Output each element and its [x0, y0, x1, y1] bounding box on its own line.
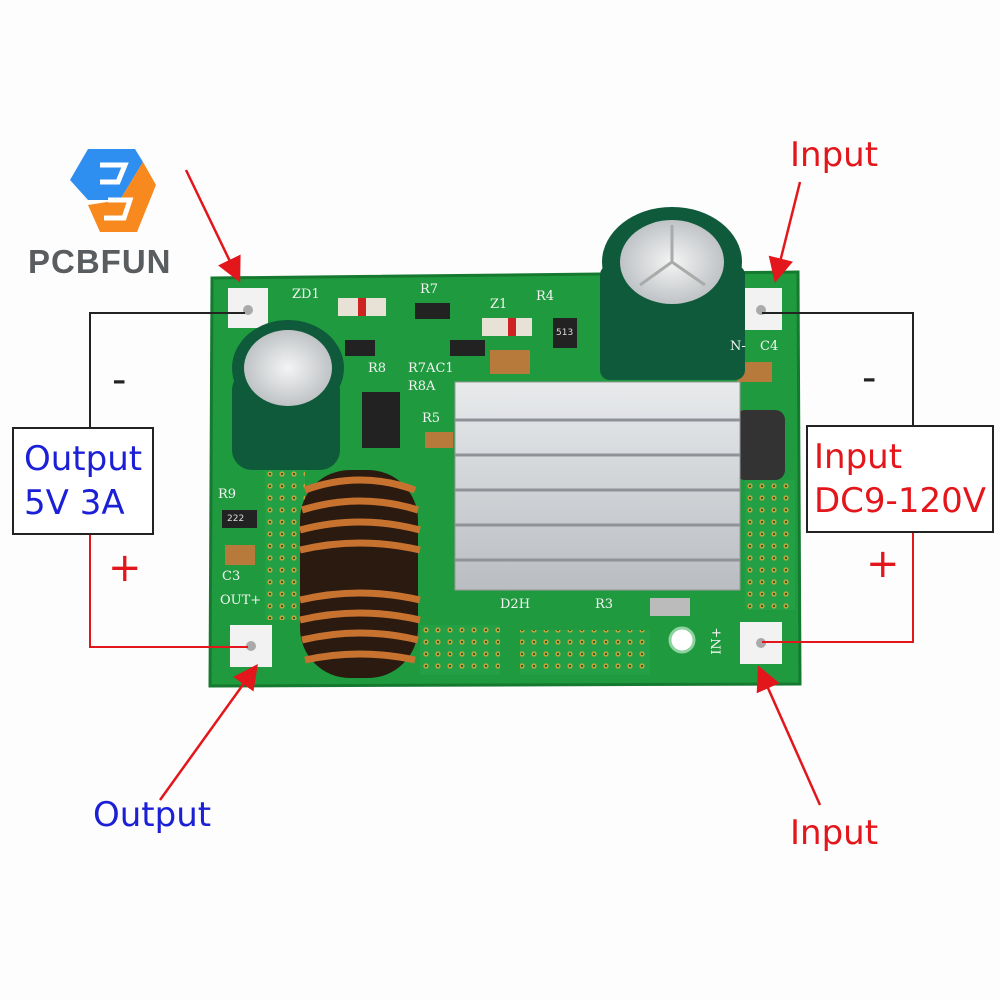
arrow-output-minus: [184, 169, 241, 283]
silk-c3: C3: [222, 569, 241, 584]
pcb-board: [208, 207, 802, 688]
pcbfun-logo: [70, 149, 156, 232]
input-spec-box: Input DC9-120V: [806, 425, 994, 533]
minus-left: -: [112, 357, 127, 403]
output-capacitor: [232, 320, 344, 470]
output-minus-wire: [89, 312, 245, 427]
input-capacitor: [600, 207, 745, 380]
plus-right: +: [866, 541, 900, 587]
silk-r7: R7: [420, 282, 439, 297]
output-box-line2: 5V 3A: [24, 483, 125, 523]
silk-c4: C4: [760, 339, 779, 354]
input-box-line2: DC9-120V: [814, 481, 986, 521]
silk-d2h: D2H: [500, 597, 531, 612]
output-bottom-label: Output: [93, 795, 212, 835]
input-plus-wire: [762, 528, 914, 643]
silk-in-plus: IN+: [709, 627, 725, 655]
silk-222: 222: [227, 514, 245, 524]
input-bottom-label: Input: [790, 813, 879, 853]
silk-r9: R9: [218, 487, 237, 502]
silk-513: 513: [556, 328, 574, 338]
silk-r3: R3: [595, 597, 614, 612]
output-spec-box: Output 5V 3A: [12, 427, 155, 535]
silk-r7ac1: R7AC1: [408, 361, 454, 376]
input-minus-wire: [762, 312, 914, 425]
output-plus-wire: [89, 530, 248, 648]
silk-r8: R8: [368, 361, 387, 376]
silk-n-minus: N-: [730, 339, 746, 354]
silk-r8a: R8A: [408, 379, 436, 394]
arrow-input-plus: [756, 665, 822, 806]
silk-r4: R4: [536, 289, 555, 304]
silk-z1: Z1: [490, 297, 508, 312]
arrow-output-plus: [158, 663, 258, 801]
arrow-input-minus: [768, 181, 802, 283]
heatsink: [454, 381, 741, 591]
silk-r5: R5: [422, 411, 441, 426]
brand-name: PCBFUN: [28, 243, 172, 280]
silk-out-plus: OUT+: [220, 593, 262, 608]
inductor-coil: [299, 470, 421, 678]
input-top-label: Input: [790, 135, 879, 175]
silk-zd1: ZD1: [292, 287, 320, 302]
input-box-line1: Input: [814, 437, 903, 477]
output-box-line1: Output: [24, 439, 143, 479]
plus-left: +: [108, 545, 142, 591]
minus-right: -: [862, 355, 877, 401]
